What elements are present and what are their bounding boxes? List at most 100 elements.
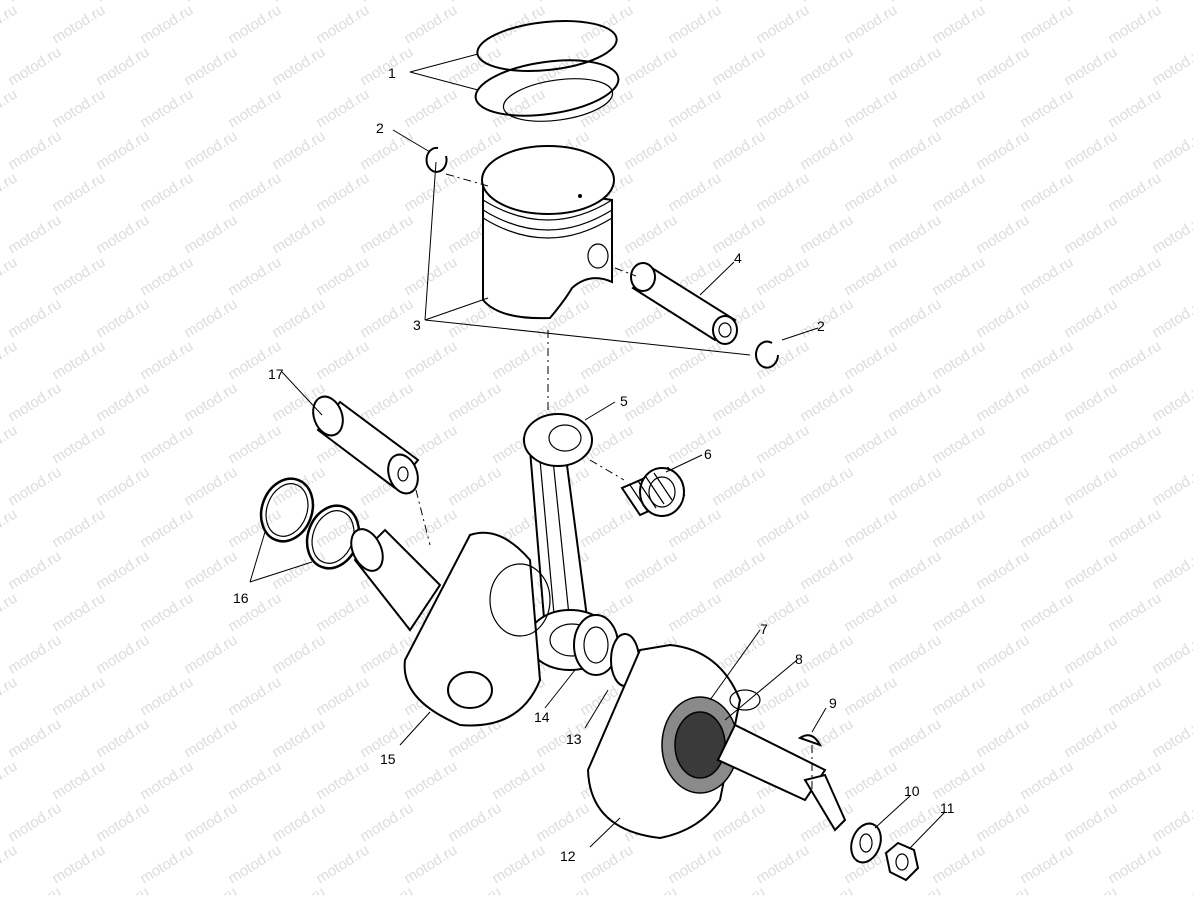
watermark-text: motod.ru — [973, 128, 1032, 174]
watermark-text: motod.ru — [1105, 338, 1164, 384]
watermark-text: motod.ru — [137, 254, 196, 300]
watermark-text: motod.ru — [885, 0, 944, 5]
watermark-text: motod.ru — [137, 86, 196, 132]
watermark-text: motod.ru — [753, 506, 812, 552]
watermark-text: motod.ru — [0, 2, 20, 48]
watermark-text: motod.ru — [313, 170, 372, 216]
watermark-text: motod.ru — [49, 506, 108, 552]
watermark-text: motod.ru — [841, 170, 900, 216]
crank-half-left — [350, 528, 551, 727]
watermark-text: motod.ru — [489, 842, 548, 888]
watermark-text: motod.ru — [401, 254, 460, 300]
callout-8: 8 — [795, 651, 803, 667]
watermark-text: motod.ru — [445, 884, 504, 895]
watermark-text: motod.ru — [1061, 464, 1120, 510]
watermark-text: motod.ru — [753, 674, 812, 720]
watermark-text: motod.ru — [885, 548, 944, 594]
watermark-text: motod.ru — [577, 2, 636, 48]
watermark-text: motod.ru — [1105, 758, 1164, 804]
watermark-text: motod.ru — [445, 0, 504, 5]
watermark-text: motod.ru — [225, 758, 284, 804]
watermark-text: motod.ru — [709, 548, 768, 594]
watermark-text: motod.ru — [357, 800, 416, 846]
watermark-text: motod.ru — [1105, 674, 1164, 720]
watermark-text: motod.ru — [1061, 716, 1120, 762]
watermark-text: motod.ru — [797, 548, 856, 594]
watermark-text: motod.ru — [929, 506, 988, 552]
watermark-text: motod.ru — [225, 170, 284, 216]
watermark-text: motod.ru — [1017, 338, 1076, 384]
watermark-text: motod.ru — [1149, 44, 1193, 90]
watermark-text: motod.ru — [973, 548, 1032, 594]
watermark-text: motod.ru — [401, 506, 460, 552]
callout-15: 15 — [380, 751, 396, 767]
watermark-text: motod.ru — [841, 2, 900, 48]
watermark-text: motod.ru — [841, 590, 900, 636]
watermark-text: motod.ru — [533, 0, 592, 5]
watermark-text: motod.ru — [181, 44, 240, 90]
piston-rings — [474, 20, 620, 122]
watermark-text: motod.ru — [1017, 2, 1076, 48]
watermark-text: motod.ru — [929, 338, 988, 384]
callout-14: 14 — [534, 709, 550, 725]
watermark-text: motod.ru — [665, 86, 724, 132]
watermark-text: motod.ru — [93, 212, 152, 258]
watermark-text: motod.ru — [0, 758, 20, 804]
watermark-text: motod.ru — [1017, 506, 1076, 552]
watermark-text: motod.ru — [533, 884, 592, 895]
watermark-text: motod.ru — [313, 338, 372, 384]
watermark-text: motod.ru — [929, 86, 988, 132]
watermark-text: motod.ru — [357, 296, 416, 342]
watermark-text: motod.ru — [1017, 170, 1076, 216]
watermark-text: motod.ru — [0, 254, 20, 300]
watermark-text: motod.ru — [489, 2, 548, 48]
watermark-text: motod.ru — [313, 590, 372, 636]
nut — [884, 841, 920, 882]
watermark-text: motod.ru — [401, 86, 460, 132]
watermark-text: motod.ru — [665, 2, 724, 48]
watermark-text: motod.ru — [709, 128, 768, 174]
watermark-text: motod.ru — [885, 716, 944, 762]
watermark-text: motod.ru — [1149, 464, 1193, 510]
watermark-text: motod.ru — [709, 380, 768, 426]
watermark-text: motod.ru — [357, 0, 416, 5]
callout-13: 13 — [566, 731, 582, 747]
watermark-text: motod.ru — [797, 296, 856, 342]
callout-12: 12 — [560, 848, 576, 864]
watermark-text: motod.ru — [49, 842, 108, 888]
watermark-text: motod.ru — [5, 128, 64, 174]
watermark-text: motod.ru — [225, 506, 284, 552]
watermark-text: motod.ru — [49, 2, 108, 48]
watermark-text: motod.ru — [269, 464, 328, 510]
watermark-text: motod.ru — [0, 842, 20, 888]
watermark-text: motod.ru — [709, 464, 768, 510]
watermark-text: motod.ru — [137, 506, 196, 552]
watermark-text: motod.ru — [841, 254, 900, 300]
watermark-text: motod.ru — [1061, 632, 1120, 678]
callout-2b: 2 — [817, 318, 825, 334]
watermark-text: motod.ru — [1105, 86, 1164, 132]
watermark-text: motod.ru — [621, 44, 680, 90]
watermark-text: motod.ru — [225, 842, 284, 888]
watermark-text: motod.ru — [401, 2, 460, 48]
watermark-text: motod.ru — [93, 884, 152, 895]
watermark-text: motod.ru — [401, 338, 460, 384]
watermark-text: motod.ru — [1017, 590, 1076, 636]
watermark-text: motod.ru — [621, 128, 680, 174]
watermark-text: motod.ru — [225, 254, 284, 300]
watermark-text: motod.ru — [1017, 422, 1076, 468]
watermark-text: motod.ru — [929, 2, 988, 48]
watermark-text: motod.ru — [1061, 884, 1120, 895]
watermark-text: motod.ru — [5, 0, 64, 5]
watermark-text: motod.ru — [357, 884, 416, 895]
watermark-text: motod.ru — [93, 632, 152, 678]
watermark-text: motod.ru — [269, 716, 328, 762]
watermark-text: motod.ru — [181, 800, 240, 846]
watermark-text: motod.ru — [797, 632, 856, 678]
watermark-text: motod.ru — [5, 44, 64, 90]
callout-3: 3 — [413, 317, 421, 333]
watermark-text: motod.ru — [841, 338, 900, 384]
washer — [850, 822, 882, 864]
watermark-text: motod.ru — [885, 44, 944, 90]
watermark-text: motod.ru — [621, 884, 680, 895]
